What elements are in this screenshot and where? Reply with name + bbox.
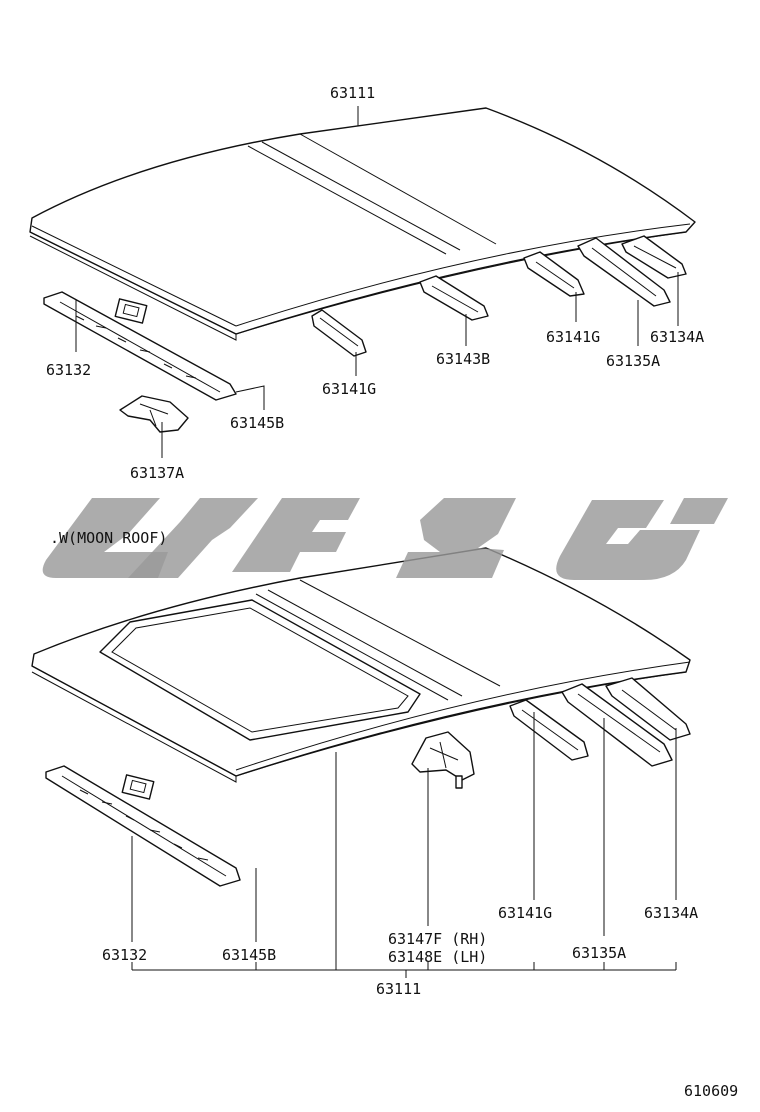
lower-leaders <box>131 712 677 978</box>
bracket-upper <box>119 395 189 433</box>
label-63111-lower: 63111 <box>376 980 421 998</box>
label-63148e-lower: 63148E (LH) <box>388 948 487 966</box>
label-63145b-lower: 63145B <box>222 946 276 964</box>
watermark-logo <box>42 498 728 580</box>
label-63111-upper: 63111 <box>330 84 375 102</box>
roof-panel-lower <box>31 547 691 783</box>
label-63141g-upper-1: 63141G <box>322 380 376 398</box>
upper-view <box>29 106 696 458</box>
lower-labels: .W(MOON ROOF) 63132 63145B 63147F (RH) 6… <box>50 529 698 998</box>
label-63137a-upper: 63137A <box>130 464 184 482</box>
label-63135a-upper: 63135A <box>606 352 660 370</box>
front-rail-upper <box>43 291 237 401</box>
roof-bows-upper <box>311 235 687 357</box>
moonroof-bracket-lower <box>411 731 475 789</box>
label-63143b-upper: 63143B <box>436 350 490 368</box>
roof-bows-lower <box>509 677 691 767</box>
figure-code: 610609 <box>684 1082 738 1100</box>
lower-view <box>31 547 691 978</box>
label-63147f-lower: 63147F (RH) <box>388 930 487 948</box>
label-63134a-lower: 63134A <box>644 904 698 922</box>
front-rail-lower <box>45 765 241 887</box>
label-63132-upper: 63132 <box>46 361 91 379</box>
label-63132-lower: 63132 <box>102 946 147 964</box>
upper-labels: 63111 63132 63145B 63137A 63141G 63143B … <box>46 84 704 482</box>
label-63134a-upper: 63134A <box>650 328 704 346</box>
label-63145b-upper: 63145B <box>230 414 284 432</box>
roof-panel-upper <box>29 107 696 341</box>
label-63141g-upper-2: 63141G <box>546 328 600 346</box>
moonroof-heading: .W(MOON ROOF) <box>50 529 167 547</box>
upper-leaders <box>75 106 679 458</box>
label-63141g-lower: 63141G <box>498 904 552 922</box>
label-63135a-lower: 63135A <box>572 944 626 962</box>
